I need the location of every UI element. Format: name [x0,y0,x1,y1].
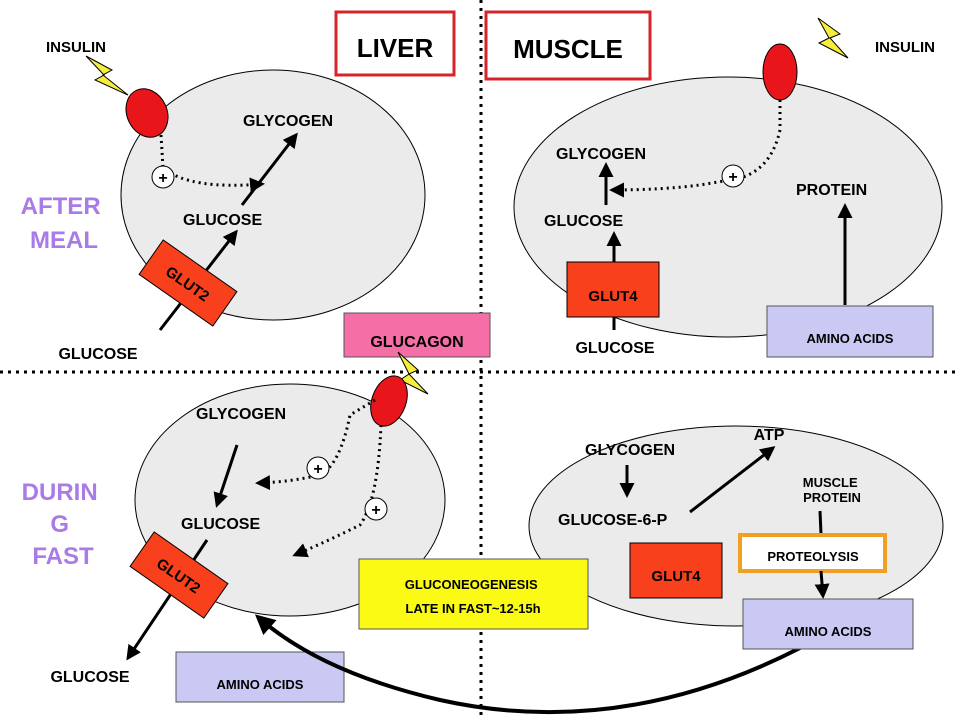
svg-text:+: + [158,170,167,187]
liver-cell-after-meal [120,69,426,321]
g6p-to-atp-arrow [689,446,776,514]
insulin-signal-path [609,100,782,198]
glut2-transporter [138,239,238,327]
glucagon-box [343,312,491,358]
svg-text:+: + [313,461,322,478]
muscle-protein-label: MUSCLE PROTEIN [803,475,862,505]
glut2-transporter [129,531,229,619]
insulin-label-liver: INSULIN [46,39,106,56]
proteolysis-box [738,533,887,573]
glut4-label: GLUT4 [588,288,638,305]
plus-icon [151,165,175,189]
amino-acid-transport-arrow [255,614,801,715]
protein-breakdown-line [818,510,823,535]
insulin-label-muscle: INSULIN [875,39,935,56]
liver-header-box [334,10,456,77]
amino-acids-box [742,598,914,650]
glucose-inside-label: GLUCOSE [544,213,623,230]
muscle-header: MUSCLE [513,34,623,64]
glycogen-label: GLYCOGEN [243,113,333,130]
liver-cell-fast [134,383,446,617]
muscle-header-box [484,10,652,81]
amino-acids-label: AMINO ACIDS [807,331,894,346]
glut4-transporter [566,261,660,318]
glucose-inside-label: GLUCOSE [183,212,262,229]
glucose-6-p-label: GLUCOSE-6-P [558,512,668,529]
plus-icon [364,497,388,521]
insulin-receptor [762,43,798,101]
proteolysis-to-amino-arrow [814,570,830,599]
svg-text:+: + [371,502,380,519]
after-meal-label: AFTER MEAL [21,193,108,254]
glucose-outside-label: GLUCOSE [50,669,129,686]
svg-text:+: + [728,169,737,186]
liver-header: LIVER [357,33,434,63]
gluconeogenesis-box [358,558,589,630]
glucose-to-glycogen-arrow [240,132,298,206]
glucagon-signal-path-1 [255,398,376,491]
plus-icon [721,164,745,188]
insulin-receptor [125,88,169,138]
protein-label: PROTEIN [796,182,867,199]
amino-acids-label: AMINO ACIDS [217,677,304,692]
glut4-label: GLUT4 [651,568,701,585]
glucose-outside-label: GLUCOSE [575,340,654,357]
glycogen-label: GLYCOGEN [196,406,286,423]
lightning-icon [85,55,129,96]
lightning-icon [817,17,849,59]
glucagon-signal-path-2 [292,424,383,558]
glucose-inside-label: GLUCOSE [181,516,260,533]
during-fast-label: DURIN G FAST [22,479,105,570]
amino-acids-box [766,305,934,358]
proteolysis-label: PROTEOLYSIS [767,549,859,564]
lightning-icon [397,351,429,395]
gluconeogenesis-label: GLUCONEOGENESIS LATE IN FAST~12-15h [405,577,542,616]
plus-icon [306,456,330,480]
amino-acids-label: AMINO ACIDS [785,624,872,639]
glycogen-label: GLYCOGEN [556,146,646,163]
glycogen-label: GLYCOGEN [585,442,675,459]
glucagon-label: GLUCAGON [370,334,463,351]
glut4-transporter [629,542,723,599]
glucose-outside-label: GLUCOSE [58,346,137,363]
glycogen-to-glucose-arrow [213,444,239,508]
atp-label: ATP [754,427,785,444]
amino-acids-box [175,651,345,703]
